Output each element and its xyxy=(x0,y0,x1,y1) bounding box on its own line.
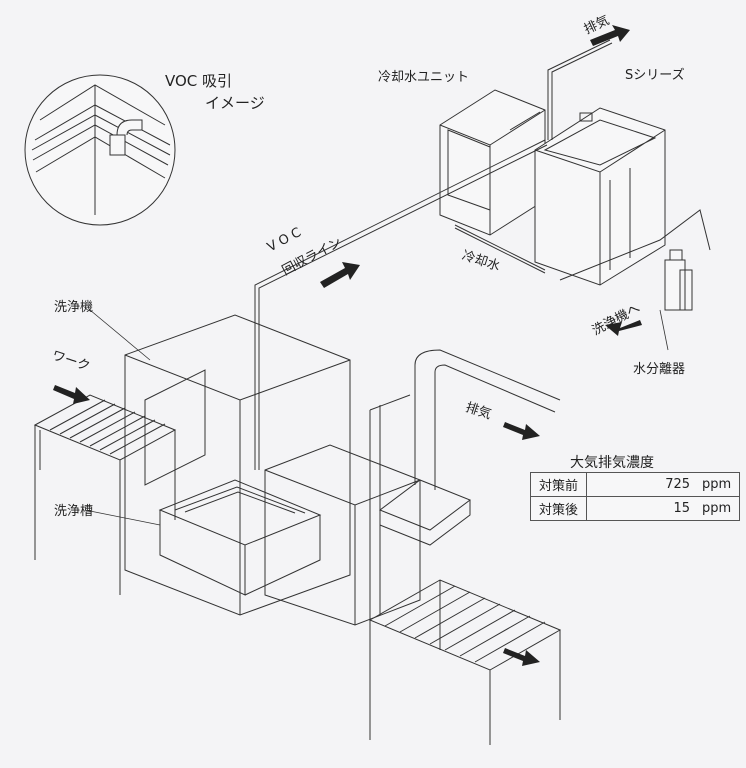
row-label: 対策前 xyxy=(529,472,588,497)
concentration-table: 対策前 725 ppm 対策後 15 ppm xyxy=(529,472,741,521)
row-unit: ppm xyxy=(698,472,741,497)
row-value: 15 xyxy=(586,496,699,521)
row-unit: ppm xyxy=(698,496,741,521)
left-conveyor xyxy=(33,394,177,595)
leader-lines xyxy=(84,309,669,526)
washer-label: 洗浄機 xyxy=(54,300,94,315)
arrow-out xyxy=(503,648,540,666)
washer-drawing xyxy=(124,314,421,626)
voc-suction-label: VOC 吸引 xyxy=(165,72,233,90)
image-label: イメージ xyxy=(205,94,265,112)
table-row: 対策後 15 ppm xyxy=(529,496,741,521)
arrow-to-washer xyxy=(605,320,642,336)
voc-suction-inset xyxy=(24,74,176,226)
arrow-voc-line xyxy=(320,262,360,288)
concentration-title: 大気排気濃度 xyxy=(570,455,654,471)
water-separator-label: 水分離器 xyxy=(633,362,686,377)
s-series-drawing xyxy=(534,107,666,286)
exhaust-hood xyxy=(369,349,561,620)
chiller-unit-label: 冷却水ユニット xyxy=(378,70,470,85)
arrow-exhaust-mid xyxy=(503,422,540,440)
pipes xyxy=(254,39,711,470)
table-row: 対策前 725 ppm xyxy=(529,472,741,497)
wash-tank-label: 洗浄槽 xyxy=(54,504,94,519)
chiller-unit-drawing xyxy=(439,89,546,236)
flow-arrows xyxy=(53,25,642,666)
row-label: 対策後 xyxy=(529,496,588,521)
water-separator-drawing xyxy=(664,249,693,311)
row-value: 725 xyxy=(586,472,699,497)
s-series-label: Sシリーズ xyxy=(625,68,685,83)
right-conveyor xyxy=(368,579,562,745)
arrow-exhaust-top xyxy=(590,25,630,46)
arrow-work xyxy=(53,385,90,404)
